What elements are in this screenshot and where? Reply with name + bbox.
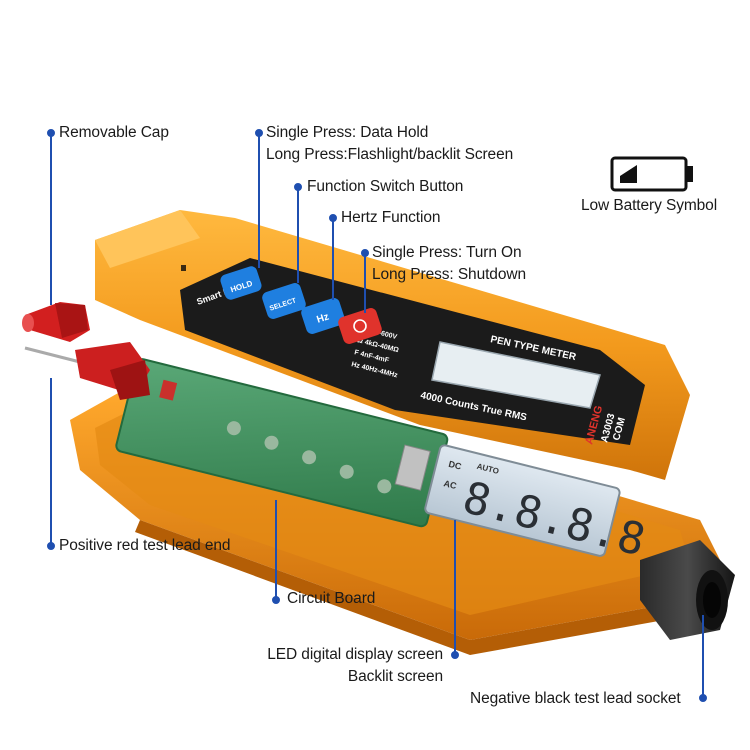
label-data-hold-line1: Single Press: Data Hold <box>266 124 429 141</box>
label-power-line2: Long Press: Shutdown <box>372 266 526 283</box>
label-power-line1: Single Press: Turn On <box>372 244 522 261</box>
label-low-battery: Low Battery Symbol <box>581 197 718 214</box>
label-negative-socket: Negative black test lead socket <box>470 690 681 707</box>
label-display-line1: LED digital display screen <box>267 646 443 663</box>
lcd-dc-text: DC <box>447 459 463 472</box>
label-positive-lead: Positive red test lead end <box>59 537 231 554</box>
leader-lines <box>47 129 707 702</box>
hold-button[interactable]: HOLD <box>219 265 263 301</box>
label-data-hold-line2: Long Press:Flashlight/backlit Screen <box>266 146 514 163</box>
label-function-switch: Function Switch Button <box>307 178 464 195</box>
label-circuit-board: Circuit Board <box>287 590 376 607</box>
select-button[interactable]: SELECT <box>261 282 308 321</box>
power-icon <box>353 319 367 333</box>
label-removable-cap: Removable Cap <box>59 124 169 141</box>
label-display-line2: Backlit screen <box>347 668 443 685</box>
hz-button[interactable]: Hz <box>300 297 347 336</box>
low-battery-icon <box>610 156 693 192</box>
circuit-board <box>115 358 449 528</box>
lcd-ac-text: AC <box>443 478 459 491</box>
power-button[interactable] <box>337 307 384 346</box>
top-housing: PEN TYPE METER 4000 Counts True RMS Smar… <box>95 210 690 480</box>
label-hertz-function: Hertz Function <box>341 209 441 226</box>
removable-cap <box>22 302 90 342</box>
hz-button-label: Hz <box>315 312 330 326</box>
positive-test-lead <box>24 342 150 400</box>
